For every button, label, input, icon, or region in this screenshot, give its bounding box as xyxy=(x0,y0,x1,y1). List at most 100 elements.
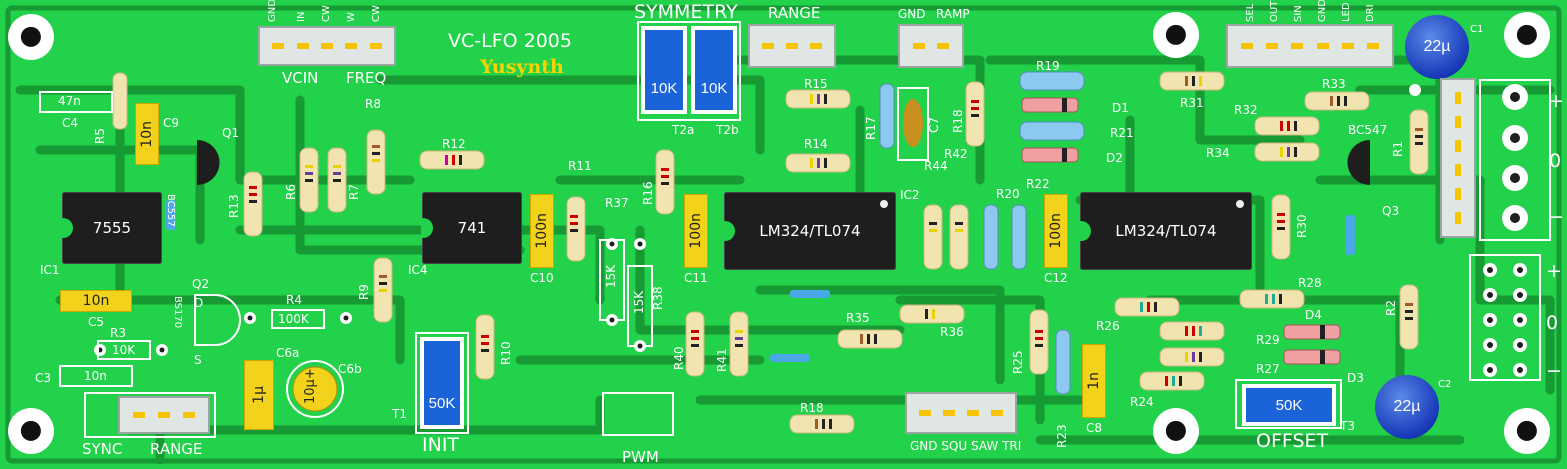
vcin-pin-cw: CW xyxy=(321,5,332,22)
ref-r21: R21 xyxy=(1110,126,1134,140)
range-top-label: RANGE xyxy=(768,4,821,22)
c9-capacitor: 10n xyxy=(135,103,159,165)
ref-r34: R34 xyxy=(1206,146,1230,160)
waves-label: GND SQU SAW TRI xyxy=(910,439,1022,453)
ref-r16: R16 xyxy=(641,181,655,205)
ref-c8: C8 xyxy=(1086,421,1103,435)
ic4-label: 741 xyxy=(457,219,487,237)
ref-r18-top: R18 xyxy=(951,109,965,133)
ref-r7: R7 xyxy=(347,184,361,200)
t1-trimmer[interactable]: 50K xyxy=(420,337,464,429)
ref-c11: C11 xyxy=(684,271,708,285)
r38-value: 15K xyxy=(632,290,646,314)
vcin-label: VCIN xyxy=(282,69,319,87)
ref-c3: C3 xyxy=(35,371,52,385)
vcin-pin-w: W xyxy=(346,12,357,22)
power-connector xyxy=(1440,78,1476,238)
ref-c7: C7 xyxy=(927,116,941,133)
sync-range-connector xyxy=(118,396,210,434)
sync-label: SYNC xyxy=(82,440,123,458)
ref-r24: R24 xyxy=(1130,395,1154,409)
ref-r11: R11 xyxy=(568,159,592,173)
ic2-label: LM324/TL074 xyxy=(759,222,861,240)
mounting-hole-tc xyxy=(1153,12,1199,58)
ref-ic4: IC4 xyxy=(408,263,428,277)
ref-r2: R2 xyxy=(1384,300,1398,316)
ref-d4: D4 xyxy=(1305,308,1322,322)
offset-label: OFFSET xyxy=(1256,430,1329,452)
out-pin-sin: SIN xyxy=(1293,5,1304,22)
ic1-label: 7555 xyxy=(92,219,132,237)
ref-r41: R41 xyxy=(715,348,729,372)
ref-d2: D2 xyxy=(1106,151,1123,165)
ref-t2b: T2b xyxy=(716,123,739,137)
plus-label-top: + xyxy=(1548,90,1564,112)
c6a-value: 1µ xyxy=(251,386,267,404)
ref-r9: R9 xyxy=(357,284,371,300)
zero-label-bottom: 0 xyxy=(1546,312,1559,334)
ref-r17: R17 xyxy=(864,116,878,140)
output-connector xyxy=(1226,24,1394,68)
ref-r44: R44 xyxy=(924,159,948,173)
c8-capacitor: 1n xyxy=(1082,344,1106,418)
ref-r33: R33 xyxy=(1322,77,1346,91)
ref-r36: R36 xyxy=(940,325,964,339)
c2-value: 22µ xyxy=(1393,398,1421,415)
ref-c6a: C6a xyxy=(276,346,300,360)
ref-s: S xyxy=(194,353,202,367)
out-pin-out: OUT xyxy=(1269,0,1280,22)
ref-r31: R31 xyxy=(1180,96,1204,110)
ref-c12: C12 xyxy=(1044,271,1068,285)
ref-r14: R14 xyxy=(804,137,828,151)
ref-r27: R27 xyxy=(1256,362,1280,376)
ref-d1: D1 xyxy=(1112,101,1129,115)
ref-t2a: T2a xyxy=(672,123,695,137)
t2a-trimmer[interactable]: 10K xyxy=(641,26,687,114)
ref-bs170: BS170 xyxy=(172,296,183,329)
out-pin-gnd: GND xyxy=(1317,0,1328,22)
c11-value: 100n xyxy=(688,213,704,249)
c1-electrolytic: 22µ xyxy=(1405,15,1469,79)
r3-value: 10K xyxy=(112,343,136,357)
mounting-hole-br xyxy=(1504,408,1550,454)
ref-ic2: IC2 xyxy=(900,188,920,202)
ref-r38: R38 xyxy=(651,286,665,310)
vcin-pin-cw2: CW xyxy=(371,5,382,22)
ref-r30: R30 xyxy=(1295,214,1309,238)
ref-r5: R5 xyxy=(93,128,107,144)
range-top-connector xyxy=(748,24,836,68)
vcin-freq-connector xyxy=(258,26,396,66)
ref-r26: R26 xyxy=(1096,319,1120,333)
t3-trimmer[interactable]: 50K xyxy=(1242,384,1336,426)
ramp-label-top: RAMP xyxy=(936,7,970,21)
ref-d: D xyxy=(194,296,204,310)
ref-t3: T3 xyxy=(1340,419,1355,433)
ref-bc557: BC557 xyxy=(165,194,176,227)
freq-label: FREQ xyxy=(346,69,387,87)
range-bottom-label: RANGE xyxy=(150,440,203,458)
ic4-chip: 741 xyxy=(421,192,522,264)
r4-value: 100K xyxy=(278,312,309,326)
plus-label-bottom: + xyxy=(1546,260,1562,282)
ref-r29: R29 xyxy=(1256,333,1280,347)
t2a-value: 10K xyxy=(650,79,678,97)
mounting-hole-bl xyxy=(8,408,54,454)
gnd-label-top: GND xyxy=(898,7,926,21)
ref-r12: R12 xyxy=(442,137,466,151)
out-pin-sel: SEL xyxy=(1245,3,1256,22)
c6a-capacitor: 1µ xyxy=(244,360,274,430)
out-pin-dri: DRI xyxy=(1365,4,1376,22)
c6b-value: 10µ+ xyxy=(303,368,318,404)
minus-label-bottom: − xyxy=(1546,360,1562,382)
t1-value: 50K xyxy=(428,394,456,412)
c10-capacitor: 100n xyxy=(530,194,554,268)
ref-bc547: BC547 xyxy=(1348,123,1388,137)
ic1-chip: 7555 xyxy=(61,192,162,264)
ref-r13: R13 xyxy=(227,194,241,218)
c12-value: 100n xyxy=(1048,213,1064,249)
ref-r19: R19 xyxy=(1036,59,1060,73)
ref-c2: C2 xyxy=(1438,379,1452,390)
ref-r32: R32 xyxy=(1234,103,1258,117)
t2b-trimmer[interactable]: 10K xyxy=(691,26,737,114)
